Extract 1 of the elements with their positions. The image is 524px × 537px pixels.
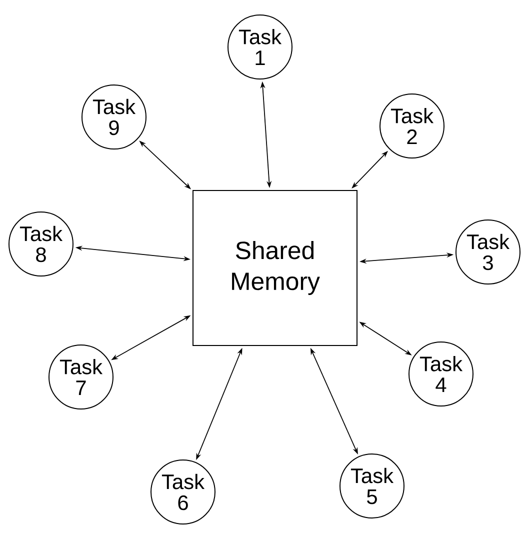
memory-box: Shared Memory bbox=[192, 190, 358, 346]
